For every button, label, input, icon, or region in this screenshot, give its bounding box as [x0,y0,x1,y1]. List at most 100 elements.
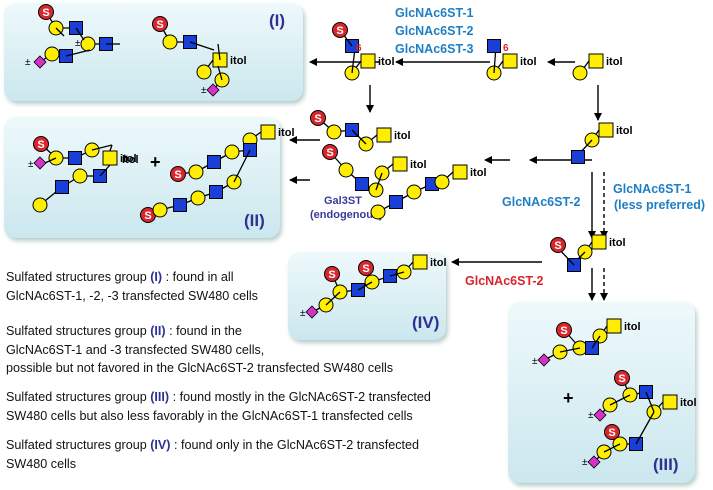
note-group-4: Sulfated structures group (IV) : found o… [6,436,419,473]
sulfate-label: S [326,147,333,159]
glycan-linkage [603,443,621,453]
note-group-1-line2: GlcNAc6ST-1, -2, -3 transfected SW480 ce… [6,288,258,303]
galactose-circle [152,202,168,218]
sulfate-circle [604,424,620,440]
itol-label: itol [520,56,537,68]
note-group-2-line2: GlcNAc6ST-1 and -3 transfected SW480 cel… [6,342,265,357]
galactose-circle [188,164,204,180]
sulfate-label: S [37,139,44,151]
plus-minus-sign: ± [582,457,588,468]
galactose-circle [338,162,354,178]
glycan-linkage [217,65,223,81]
galnac-itol-square [260,124,276,140]
plus-minus-sign: ± [532,356,538,367]
glycan-linkage [217,43,221,61]
glcnac-square [207,155,221,169]
sulfate-circle [170,166,186,182]
glycan-linkage [389,271,405,277]
group-label-3: (III) [653,455,679,474]
itol-label: itol [430,257,447,269]
note-group-4-line1: : found only in the GlcNAc6ST-2 transfec… [170,438,420,452]
note-group-3-prefix: Sulfated structures group [6,390,151,404]
glcnac-square [55,180,69,194]
sulfate-label: S [42,7,49,19]
glcnac-square [389,195,403,209]
glycan-linkage [375,172,383,191]
note-group-2-line3: possible but not favored in the GlcNAc6S… [6,361,394,375]
glycan-linkage [591,335,601,349]
sulfate-circle [33,136,49,152]
note-group-4-line2: SW480 cells [6,456,76,471]
reaction-arrows [289,58,608,301]
plus-minus-sign: ± [75,38,81,49]
enzyme-label-st1-less: GlcNAc6ST-1 [613,182,692,196]
itol-label: itol [378,56,395,68]
glycan-linkage [609,394,631,406]
galactose-circle [44,46,60,62]
sulfate-label: S [336,25,343,37]
sulfation-position-6: 6 [503,43,509,54]
galactose-circle [326,124,342,140]
galnac-itol-square [412,254,428,270]
itol-label: itol [470,167,487,179]
sulfate-circle [332,22,348,38]
plus-minus-sign: ± [28,159,34,170]
sulfate-circle [322,144,338,160]
sulfate-label: S [144,210,151,222]
glycan-linkage [635,411,655,445]
galnac-itol-square [392,156,408,172]
sialic-acid-diamond [33,156,47,170]
enzyme-label-gal3st: Gal3ST [324,195,362,207]
plus-minus-sign: ± [201,85,207,96]
enzyme-label-endogenous: (endogenous) [310,209,383,221]
note-group-4-prefix: Sulfated structures group [6,438,151,452]
itol-label: itol [120,153,137,165]
galnac-itol-square [606,318,622,334]
itol-label: itol [680,397,697,409]
galactose-circle [32,197,48,213]
glcnac-square [487,39,501,53]
galnac-itol-square [588,53,604,69]
itol-label: itol [230,55,247,67]
glycan-linkage [44,157,57,164]
note-group-3-line1: : found mostly in the GlcNAc6ST-2 transf… [169,390,431,404]
galactose-circle [196,64,212,80]
group-box-2 [4,117,280,238]
plus-sign: + [563,388,574,408]
note-group-1-line1: : found in all [162,270,234,284]
itol-label: itol [609,237,626,249]
itol-label: itol [394,130,411,142]
glycan-linkage [91,144,113,151]
plus-sign: + [150,152,161,172]
glycan-linkage [55,27,65,37]
sulfate-circle [358,260,374,276]
enzyme-label-less-preferred: (less preferred) [614,198,705,212]
sulfate-circle [556,322,572,338]
galnac-itol-square [662,394,678,410]
sulfate-circle [310,110,326,126]
sulfate-label: S [554,240,561,252]
sulfate-label: S [314,113,321,125]
glycan-linkage [233,149,251,183]
group-label-4: (IV) [412,313,439,332]
itol-label: itol [624,321,641,333]
glcnac-square [355,177,369,191]
plus-minus-sign: ± [588,410,594,421]
sulfate-label: S [362,263,369,275]
note-group-1-id: (I) [150,270,163,284]
note-group-4-id: (IV) [150,438,171,452]
sulfate-label: S [560,325,567,337]
glcnac-square [209,185,223,199]
plus-minus-sign: ± [25,57,31,68]
sulfation-position-6: 6 [356,43,362,54]
galactose-circle [72,168,88,184]
galnac-itol-square [502,53,518,69]
plus-minus-sign: ± [300,308,306,319]
note-group-3: Sulfated structures group (III) : found … [6,388,431,425]
itol-label: itol [606,56,623,68]
galnac-itol-square [102,150,118,166]
sulfate-circle [324,266,340,282]
note-group-2: Sulfated structures group (II) : found i… [6,322,393,378]
note-group-1: Sulfated structures group (I) : found in… [6,268,258,305]
